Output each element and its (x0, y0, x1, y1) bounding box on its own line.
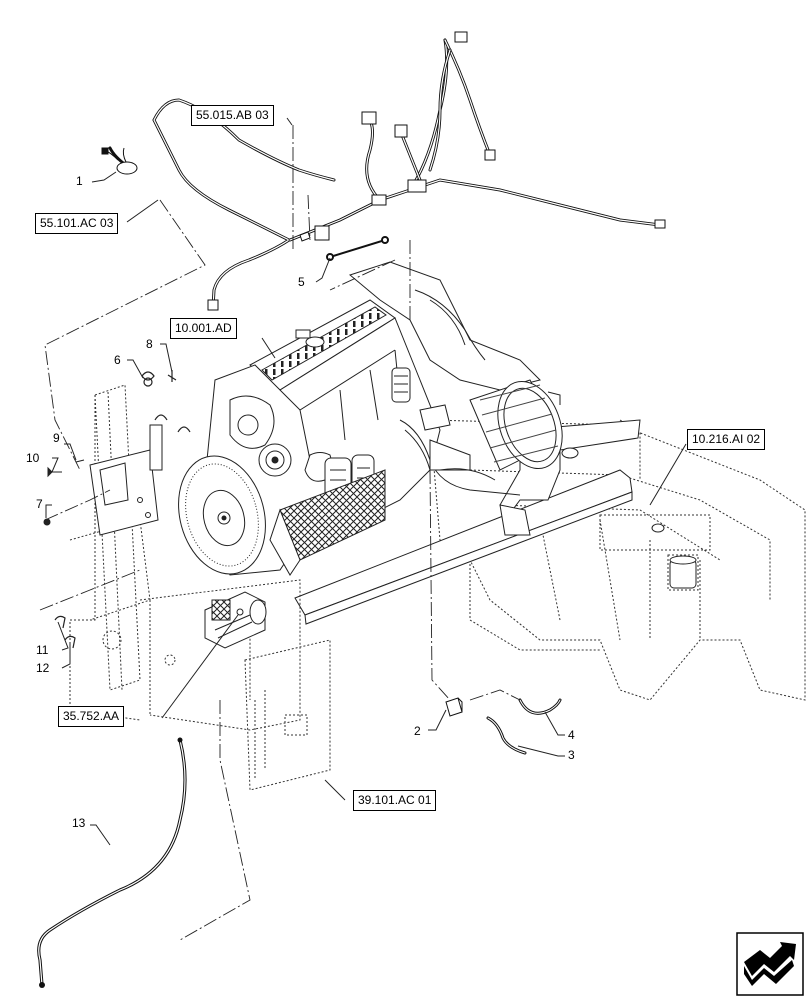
callout-5: 5 (298, 275, 305, 289)
hose-clamps (141, 370, 191, 433)
callout-12: 12 (36, 661, 50, 675)
ref-35-752-aa[interactable]: 35.752.AA (58, 706, 125, 727)
fuel-filter-cap (651, 523, 697, 589)
callout-13: 13 (72, 816, 86, 830)
callout-8: 8 (146, 337, 153, 351)
callout-2: 2 (414, 724, 421, 738)
harness-connectors (101, 31, 666, 311)
ref-55-015-ab-03[interactable]: 55.015.AB 03 (191, 105, 274, 126)
callout-3: 3 (568, 748, 575, 762)
wiring-harness (108, 38, 662, 310)
callout-7: 7 (36, 497, 43, 511)
callout-11: 11 (36, 643, 49, 657)
bolts (43, 459, 85, 526)
cable-item-13 (37, 738, 187, 987)
callout-4: 4 (568, 728, 575, 742)
ref-39-101-ac-01[interactable]: 39.101.AC 01 (353, 790, 437, 811)
chassis-frame (429, 419, 806, 701)
callout-6: 6 (114, 353, 121, 367)
mount-bracket (89, 424, 163, 536)
starter-motor (204, 591, 267, 649)
reference-lines (39, 125, 521, 941)
air-intake-drum (469, 379, 579, 471)
callout-9: 9 (53, 431, 60, 445)
cables-items-3-4 (486, 698, 562, 755)
ref-55-101-ac-03[interactable]: 55.101.AC 03 (35, 213, 119, 234)
clips (54, 615, 76, 649)
leader-lines (45, 117, 687, 846)
callout-10: 10 (26, 451, 40, 465)
ref-10-001-ad[interactable]: 10.001.AD (170, 318, 237, 339)
callout-1: 1 (76, 174, 83, 188)
relay-item-2 (445, 697, 463, 717)
pipe-item-5 (326, 236, 389, 261)
ref-10-216-ai-02[interactable]: 10.216.AI 02 (687, 429, 766, 450)
next-page-arrow-icon[interactable] (736, 932, 804, 996)
